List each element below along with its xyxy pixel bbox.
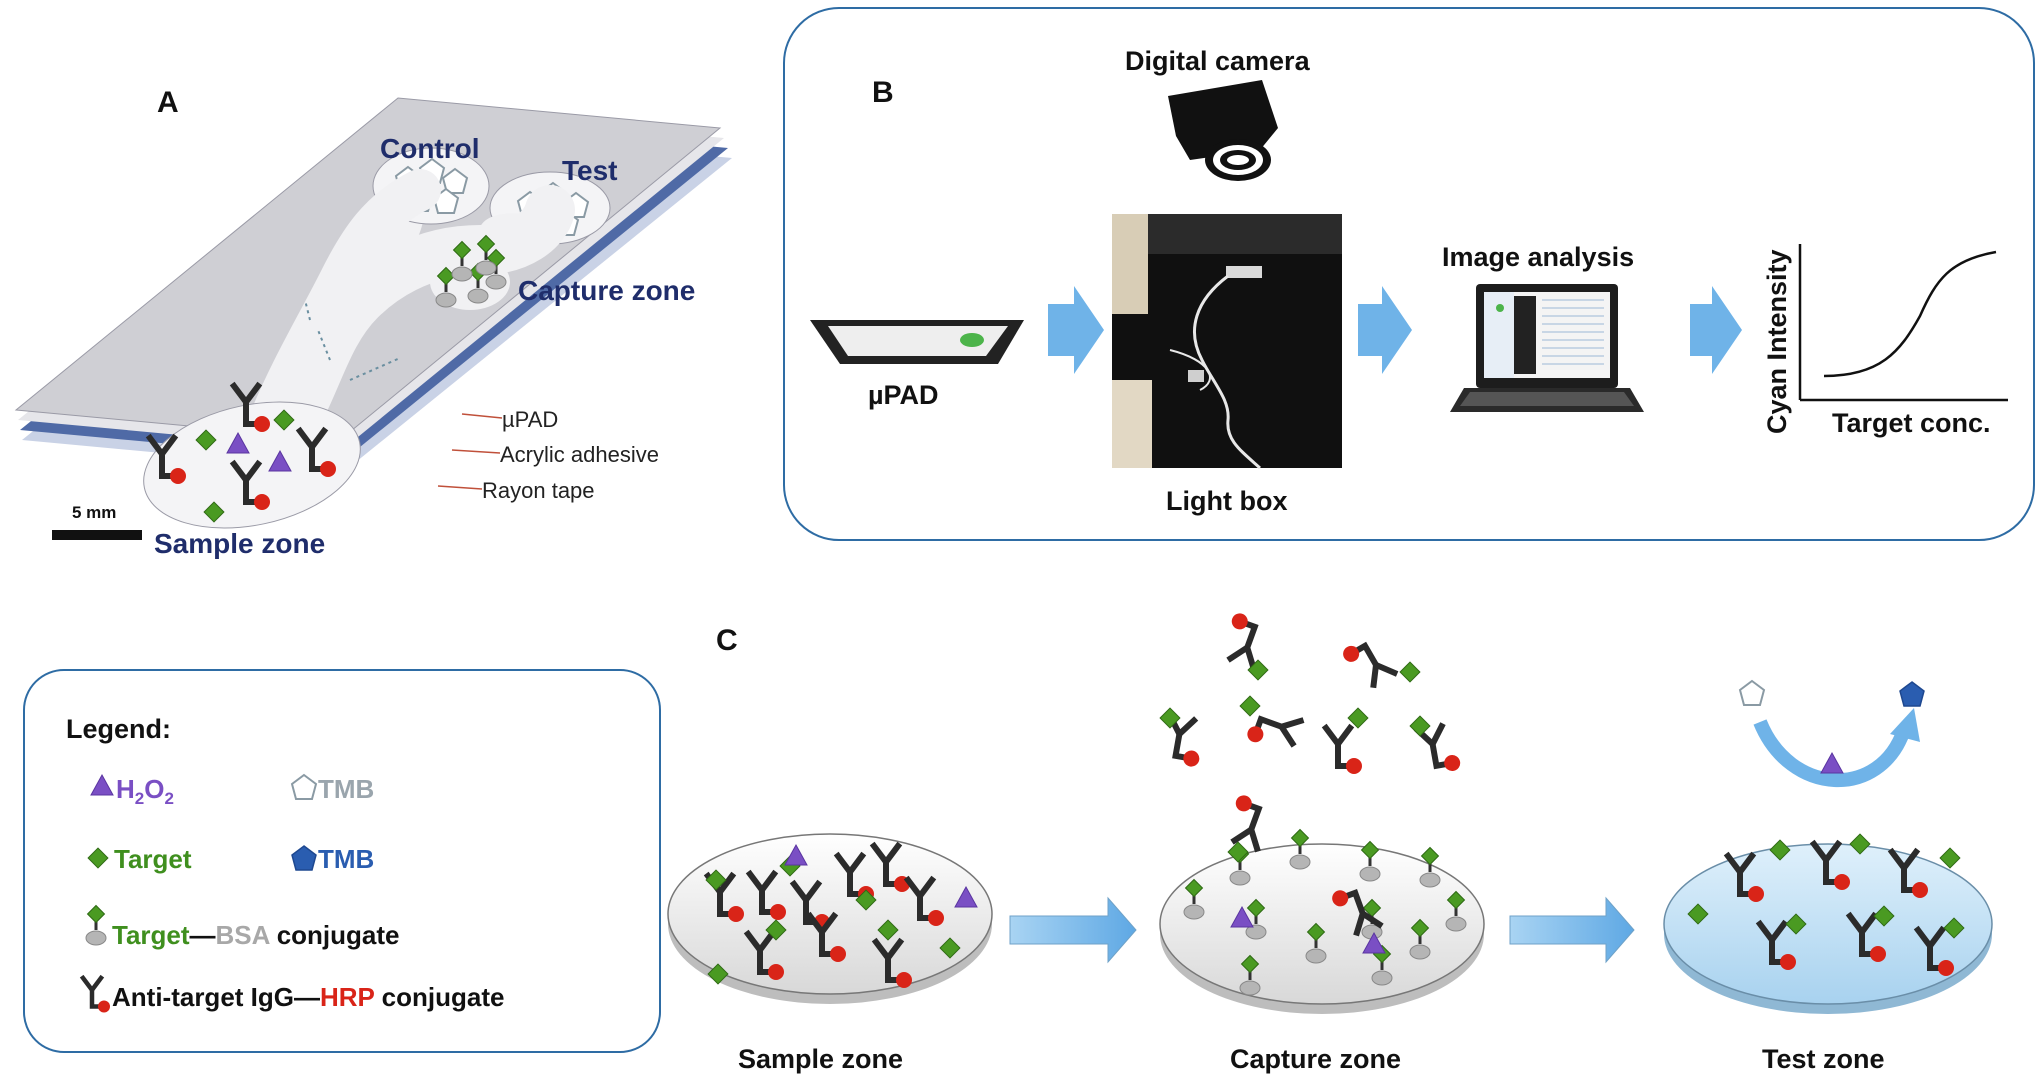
- capture-zone-c-label: Capture zone: [1230, 1044, 1401, 1074]
- upad-photo: [810, 320, 1024, 364]
- image-analysis-label: Image analysis: [1442, 242, 1634, 272]
- test-zone-c-label: Test zone: [1762, 1044, 1885, 1074]
- panel-c-letter: C: [716, 624, 738, 657]
- test-label: Test: [562, 155, 618, 186]
- layer-label-adhesive: Acrylic adhesive: [500, 442, 659, 467]
- sample-zone-label: Sample zone: [154, 528, 325, 559]
- capture-plate: [1159, 828, 1485, 1014]
- sample-zone: [143, 401, 361, 529]
- sample-zone-c-label: Sample zone: [738, 1044, 903, 1074]
- legend-title: Legend:: [66, 714, 171, 744]
- flow-arrow-3: [1690, 286, 1742, 374]
- scale-bar: [52, 530, 142, 540]
- upad-label: µPAD: [868, 380, 939, 410]
- panel-a: A Control Test: [14, 86, 732, 559]
- legend-tmb-light: TMB: [318, 774, 374, 804]
- y-axis-label: Cyan Intensity: [1762, 249, 1792, 434]
- laptop-icon: [1450, 284, 1644, 412]
- capture-zone-label: Capture zone: [518, 275, 695, 306]
- layer-label-rayon: Rayon tape: [482, 478, 595, 503]
- camera-icon: [1168, 80, 1278, 181]
- response-curve: [1823, 250, 1997, 378]
- layer-label-upad: µPAD: [502, 407, 558, 432]
- legend-target-bsa: Target—BSA conjugate: [112, 920, 399, 950]
- x-axis-label: Target conc.: [1832, 408, 1991, 438]
- light-box-photo: [1112, 214, 1342, 470]
- panel-a-letter: A: [157, 86, 179, 119]
- light-box-label: Light box: [1166, 486, 1287, 516]
- c-arrow-2: [1509, 896, 1635, 964]
- intensity-graph: Cyan Intensity Target conc.: [1762, 244, 2008, 438]
- control-label: Control: [380, 133, 480, 164]
- legend-igg-hrp: Anti-target IgG—HRP conjugate: [112, 982, 504, 1012]
- camera-label: Digital camera: [1125, 46, 1311, 76]
- flow-arrow-1: [1048, 286, 1104, 374]
- flow-arrow-2: [1358, 286, 1412, 374]
- c-arrow-1: [1009, 896, 1137, 964]
- sample-plate: [667, 833, 993, 1004]
- panel-b: B Digital camera µPAD: [783, 7, 2035, 541]
- tmb-reaction: [1739, 680, 1925, 787]
- test-plate: [1663, 833, 1993, 1014]
- panel-b-frame: [783, 7, 2035, 541]
- legend-h2o2: H2O2: [116, 774, 174, 808]
- floating-conjugates: [1160, 611, 1461, 863]
- panel-b-letter: B: [872, 76, 894, 109]
- scale-label: 5 mm: [72, 503, 116, 522]
- legend-target: Target: [114, 844, 192, 874]
- legend-box: Legend: H2O2 TMB Target TMB Target—BSA c…: [23, 669, 661, 1053]
- legend-tmb-blue: TMB: [318, 844, 374, 874]
- panel-c: C Sample zone Capture zone: [667, 611, 1993, 1074]
